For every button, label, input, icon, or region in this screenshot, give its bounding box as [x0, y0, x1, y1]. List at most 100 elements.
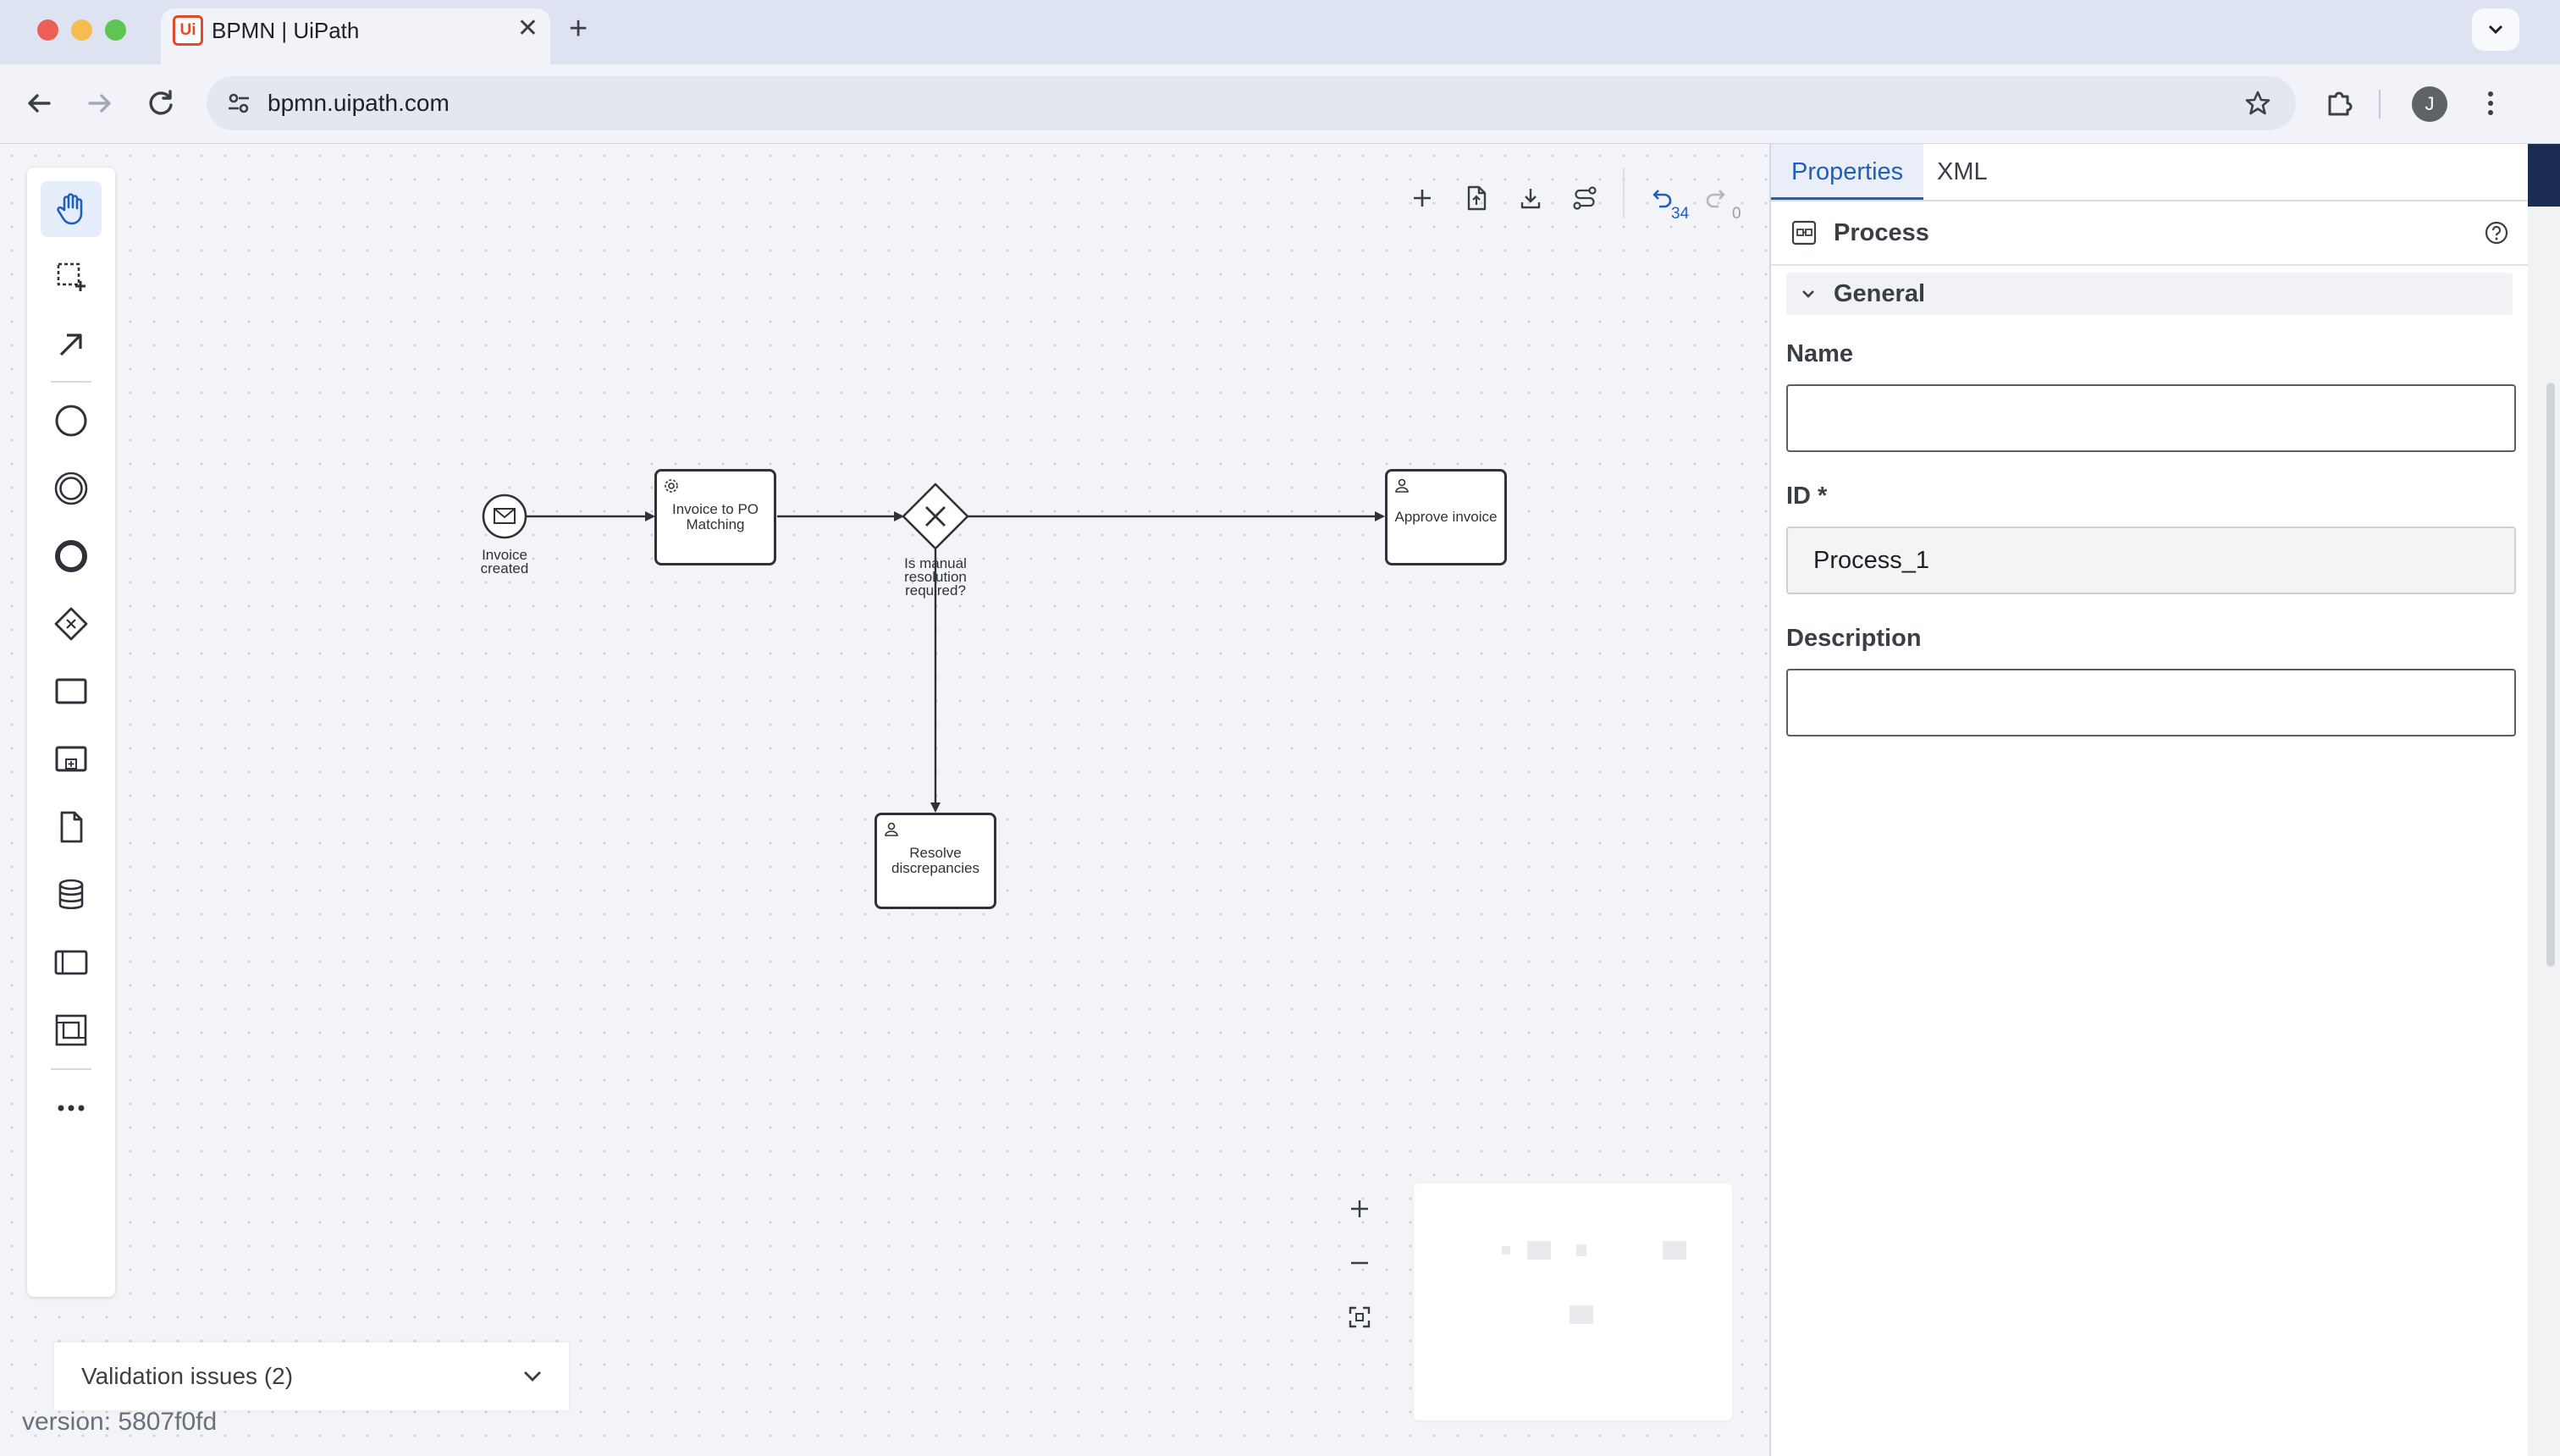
profile-avatar[interactable]: J — [2412, 86, 2447, 122]
fit-to-screen-button[interactable] — [1338, 1295, 1382, 1339]
forward-arrow-icon[interactable] — [81, 85, 119, 122]
redo-icon — [1706, 190, 1725, 208]
download-button[interactable] — [1510, 178, 1551, 218]
start-event-tool[interactable] — [41, 393, 102, 449]
chevron-down-icon — [1802, 290, 1814, 298]
connect-tool-button[interactable] — [41, 317, 102, 372]
undo-count: 34 — [1671, 205, 1690, 223]
tool-palette — [27, 168, 115, 1297]
id-field[interactable] — [1786, 527, 2516, 594]
diagram-connections — [482, 483, 1385, 813]
user-task-resolve-discrepancies[interactable]: Resolve discrepancies — [874, 813, 996, 909]
minimap-shape — [1502, 1246, 1510, 1255]
end-event-icon — [55, 540, 87, 572]
reload-icon[interactable] — [142, 85, 179, 122]
browser-tab[interactable]: Ui BPMN | UiPath ✕ — [161, 8, 550, 64]
intermediate-event-tool[interactable] — [41, 461, 102, 516]
chevron-down-icon — [2488, 25, 2503, 35]
lasso-tool-button[interactable] — [41, 249, 102, 305]
data-object-tool[interactable] — [41, 799, 102, 855]
address-bar[interactable]: bpmn.uipath.com — [207, 76, 2296, 130]
start-event[interactable] — [482, 494, 527, 539]
minimap-shape — [1663, 1241, 1686, 1260]
layout-button[interactable] — [1564, 178, 1605, 218]
maximize-window-button[interactable] — [105, 19, 126, 41]
process-icon — [1791, 220, 1817, 245]
site-settings-icon[interactable] — [225, 90, 252, 117]
description-field[interactable] — [1786, 669, 2516, 736]
task-label: Invoice to PO Matching — [671, 501, 759, 532]
open-file-button[interactable] — [1456, 178, 1497, 218]
undo-button[interactable] — [1641, 178, 1681, 218]
minimap[interactable] — [1414, 1183, 1732, 1420]
data-store-tool[interactable] — [41, 867, 102, 923]
minimize-window-button[interactable] — [71, 19, 92, 41]
diagram-canvas[interactable]: 34 0 In — [0, 144, 1769, 1456]
task-tool[interactable] — [41, 664, 102, 720]
gateway-label-line: required? — [905, 582, 966, 598]
name-field[interactable] — [1786, 384, 2516, 452]
tab-xml[interactable]: XML — [1937, 158, 1988, 185]
group-tool[interactable] — [41, 1002, 102, 1058]
page-scrollbar-area — [2528, 144, 2560, 1456]
element-type-title: Process — [1834, 219, 1929, 246]
message-icon — [494, 508, 516, 524]
url-text: bpmn.uipath.com — [268, 90, 450, 116]
start-event-label-line: created — [480, 560, 529, 576]
service-task-invoice-to-po[interactable]: Invoice to PO Matching — [654, 469, 776, 565]
arrow-connect-icon — [59, 334, 82, 356]
fit-screen-icon — [1349, 1306, 1371, 1328]
hand-icon — [57, 193, 83, 225]
zoom-out-button[interactable] — [1338, 1241, 1382, 1285]
create-diagram-button[interactable] — [1402, 178, 1443, 218]
minimap-shape — [1527, 1241, 1551, 1260]
id-label: ID * — [1786, 483, 1828, 510]
data-object-icon — [60, 811, 83, 843]
more-horizontal-icon — [58, 1105, 85, 1111]
selection-add-icon — [57, 262, 86, 291]
exclusive-gateway[interactable] — [902, 483, 969, 550]
minimap-shape — [1576, 1244, 1586, 1256]
zoom-in-button[interactable] — [1338, 1187, 1382, 1231]
uipath-favicon: Ui — [173, 15, 203, 46]
pool-tool[interactable] — [41, 935, 102, 990]
pool-icon — [54, 950, 88, 975]
general-section-header[interactable]: General — [1786, 273, 2513, 315]
help-icon[interactable] — [2484, 220, 2509, 245]
tab-close-icon[interactable]: ✕ — [516, 14, 538, 42]
intermediate-event-icon — [54, 472, 88, 505]
subprocess-tool[interactable] — [41, 731, 102, 787]
gear-icon — [665, 479, 678, 493]
bookmark-star-icon[interactable] — [2243, 89, 2272, 118]
route-icon — [1573, 186, 1597, 210]
gateway-tool[interactable] — [41, 596, 102, 652]
more-tools-button[interactable] — [41, 1080, 102, 1136]
version-label: version: 5807f0fd — [22, 1408, 218, 1436]
back-arrow-icon[interactable] — [20, 85, 58, 122]
redo-button[interactable] — [1697, 178, 1737, 218]
name-label: Name — [1786, 340, 1853, 367]
start-event-label-line: Invoice — [482, 547, 527, 563]
validation-issues-dropdown[interactable]: Validation issues (2) — [54, 1343, 569, 1410]
more-menu-icon[interactable] — [2472, 85, 2509, 122]
extensions-icon[interactable] — [2321, 85, 2359, 122]
start-event-icon — [55, 405, 87, 437]
tab-search-button[interactable] — [2472, 8, 2519, 51]
plus-icon — [1351, 1200, 1368, 1217]
undo-icon — [1652, 190, 1672, 208]
scrollbar-thumb[interactable] — [2546, 383, 2555, 967]
palette-divider — [51, 381, 91, 383]
hand-tool-button[interactable] — [41, 181, 102, 237]
close-window-button[interactable] — [37, 19, 58, 41]
user-task-approve-invoice[interactable]: Approve invoice — [1385, 469, 1507, 565]
start-event-label: Invoice created — [462, 547, 547, 576]
properties-panel: Properties XML Process General Name ID *… — [1769, 144, 2528, 1456]
end-event-tool[interactable] — [41, 528, 102, 584]
tab-properties[interactable]: Properties — [1771, 144, 1924, 200]
task-label: Resolve discrepancies — [891, 845, 979, 876]
gateway-icon — [54, 607, 88, 641]
general-section-title: General — [1834, 280, 1925, 307]
panel-tabs: Properties XML — [1771, 144, 2528, 201]
new-tab-icon[interactable]: + — [569, 11, 588, 47]
task-label: Approve invoice — [1394, 509, 1498, 525]
